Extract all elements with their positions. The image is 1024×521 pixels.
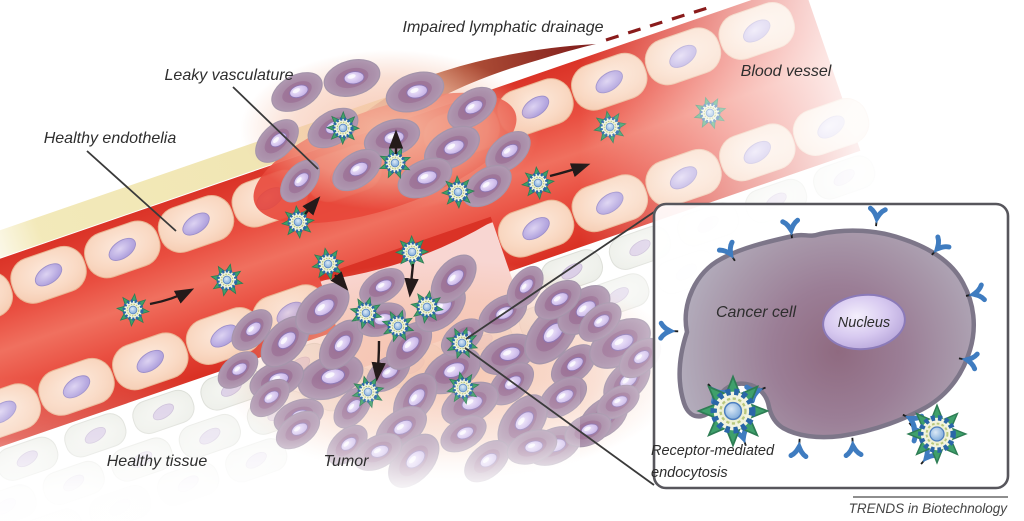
cancer-cell-nucleus	[822, 293, 906, 351]
inset-box: Cancer cell Nucleus Receptor-mediated en…	[651, 202, 1010, 490]
flow-arrow-icon	[302, 196, 321, 216]
bottom-fade	[0, 378, 580, 521]
nanoparticle-icon	[325, 110, 361, 146]
label-tumor: Tumor	[323, 453, 369, 470]
label-nucleus: Nucleus	[838, 315, 890, 331]
flow-arrow-icon	[371, 340, 386, 382]
label-blood-vessel: Blood vessel	[741, 63, 832, 80]
callout-line	[465, 209, 658, 340]
label-receptor-mediated-endocytosis-line1: Receptor-mediated	[651, 443, 775, 459]
label-impaired-lymphatic-drainage: Impaired lymphatic drainage	[403, 19, 604, 36]
journal-credit: TRENDS in Biotechnology	[849, 501, 1009, 516]
flow-arrow-icon	[330, 271, 349, 291]
dashed-lymphatic-line	[605, 4, 715, 42]
label-receptor-mediated-endocytosis-line2: endocytosis	[651, 465, 728, 481]
callout-line	[464, 347, 655, 486]
label-healthy-endothelia: Healthy endothelia	[44, 130, 177, 147]
flow-arrow-icon	[404, 263, 419, 298]
callout-lines	[86, 86, 658, 486]
label-leaky-vasculature: Leaky vasculature	[165, 67, 294, 84]
callout-line	[232, 86, 319, 170]
nanoparticle-icon	[699, 377, 768, 446]
flow-arrow-icon	[149, 288, 195, 306]
callout-line	[86, 150, 177, 232]
flow-arrows	[149, 129, 591, 382]
label-cancer-cell: Cancer cell	[716, 304, 796, 321]
label-healthy-tissue: Healthy tissue	[107, 453, 208, 470]
nanoparticle-icon	[908, 405, 966, 463]
